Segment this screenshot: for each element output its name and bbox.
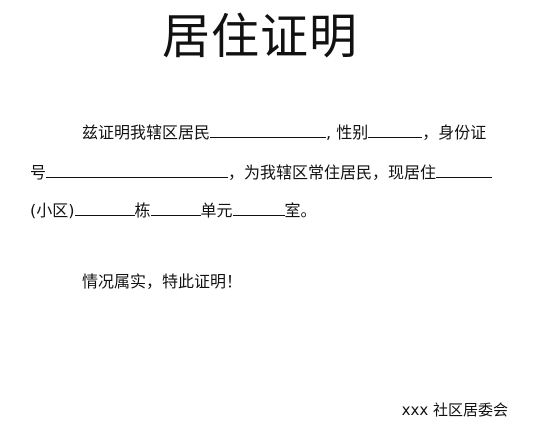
- blank-name[interactable]: [210, 122, 327, 138]
- text-id-number-label: 号: [30, 163, 47, 182]
- statement-line: 情况属实，特此证明！: [82, 272, 243, 291]
- body-line-2: 号 ，为我辖区常住居民，现居住: [30, 162, 493, 183]
- document-title: 居住证明: [161, 9, 358, 65]
- blank-address[interactable]: [436, 162, 493, 178]
- text-building: 栋: [134, 201, 151, 220]
- blank-unit[interactable]: [232, 200, 285, 216]
- text-id-card: ，身份证: [422, 123, 487, 142]
- blank-community[interactable]: [74, 200, 135, 216]
- text-permanent-resident: ，为我辖区常住居民，现居住: [228, 163, 437, 182]
- text-room: 室。: [284, 201, 317, 220]
- blank-id-number[interactable]: [46, 162, 229, 178]
- body-line-3: (小区) 栋 单元 室。: [30, 200, 317, 221]
- text-community: (小区): [30, 201, 75, 220]
- blank-building[interactable]: [150, 200, 201, 216]
- text-resident-intro: 兹证明我辖区居民: [82, 123, 211, 142]
- signature: xxx 社区居委会: [401, 401, 508, 419]
- blank-gender[interactable]: [368, 122, 423, 138]
- body-line-1: 兹证明我辖区居民 , 性别 ，身份证: [82, 122, 486, 143]
- text-gender: , 性别: [326, 123, 369, 142]
- text-unit: 单元: [200, 201, 233, 220]
